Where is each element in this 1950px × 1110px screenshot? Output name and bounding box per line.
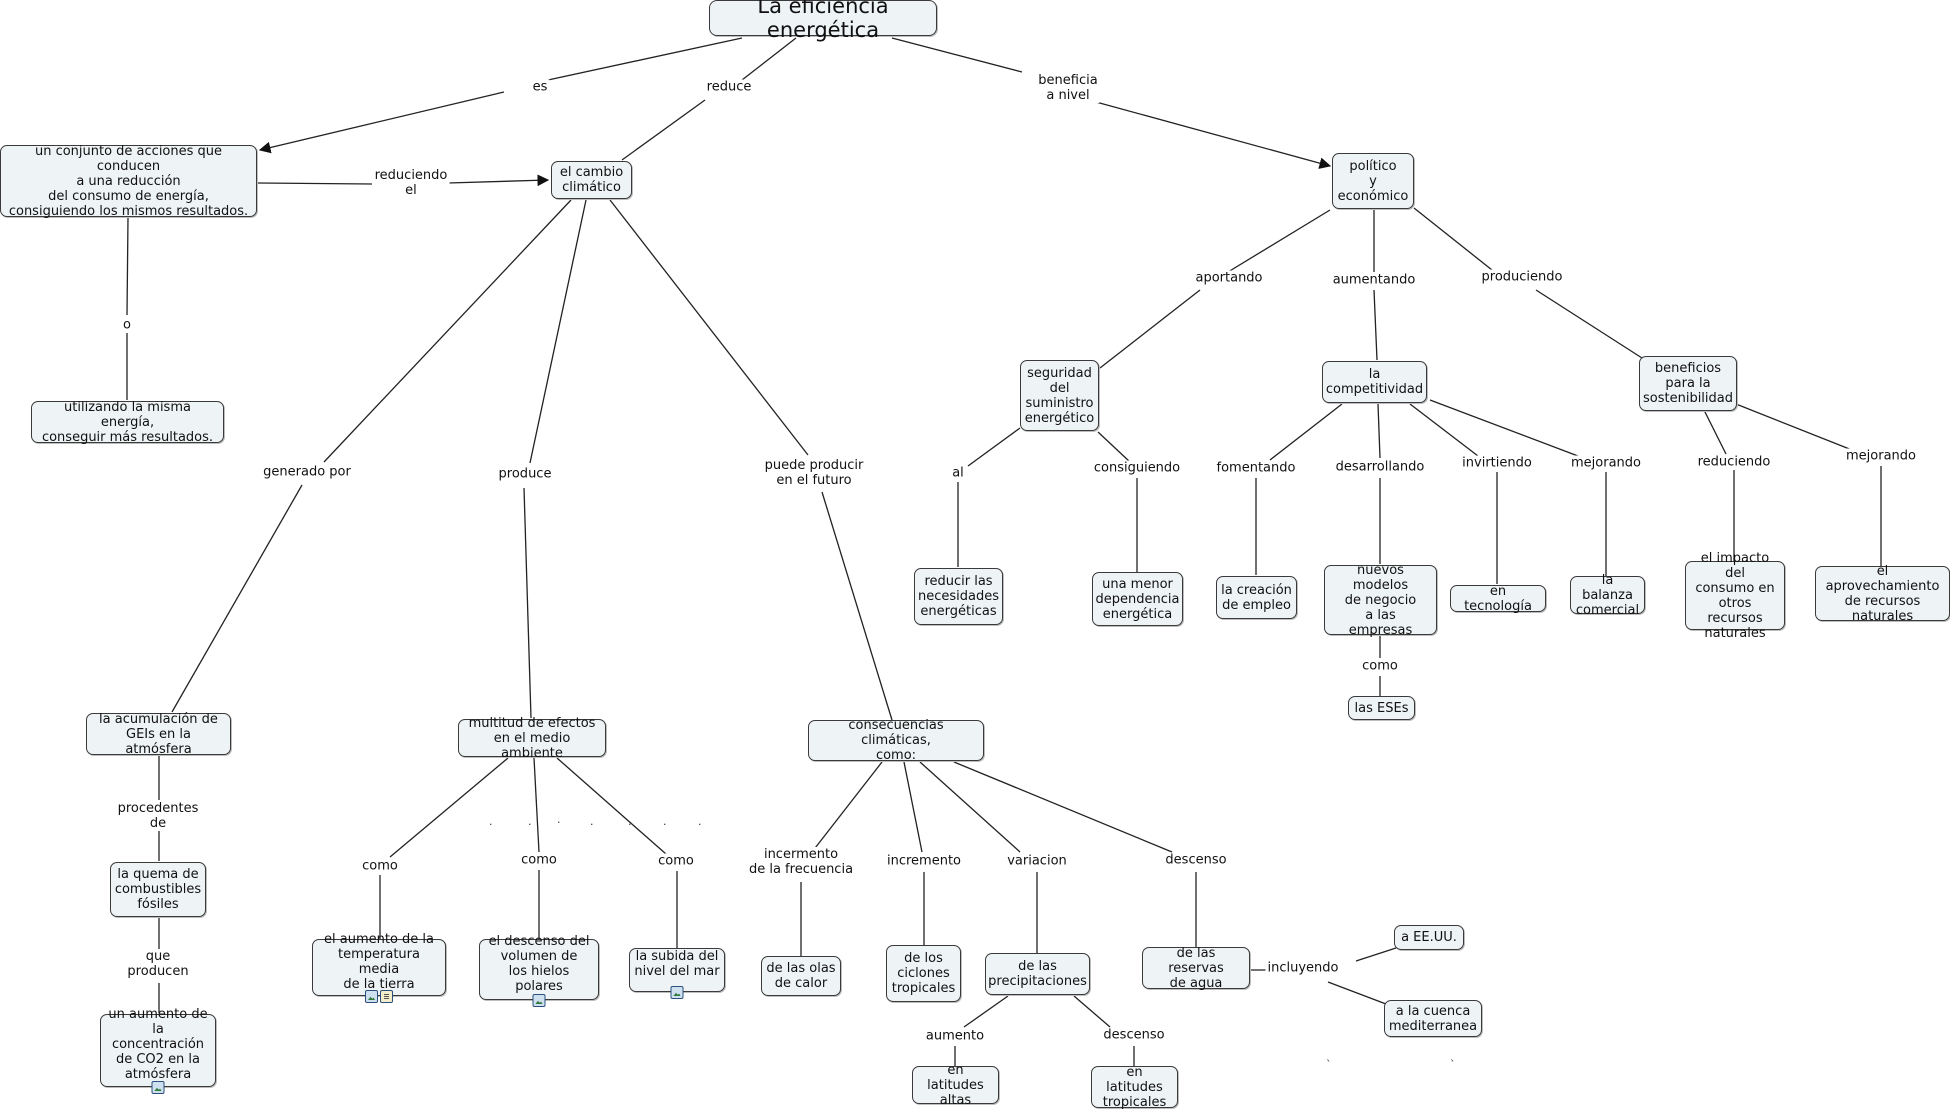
link-label-descenso: descenso: [1101, 1027, 1167, 1043]
link-label-al: al: [950, 465, 966, 481]
stray-mark: .: [698, 815, 702, 828]
reservas-agua-concept[interactable]: de las reservas de agua: [1142, 946, 1250, 991]
link-label-como: como: [519, 852, 559, 868]
link-label-produciendo: produciendo: [1479, 269, 1565, 285]
hielos-polares-label: el descenso del volumen de los hielos po…: [488, 933, 590, 994]
link-label-invirtiendo: invirtiendo: [1460, 455, 1534, 471]
olas-calor-concept[interactable]: de las olas de calor: [761, 956, 841, 996]
temperatura-label: el aumento de la temperatura media de la…: [324, 931, 434, 992]
hielos-polares-concept[interactable]: el descenso del volumen de los hielos po…: [479, 934, 599, 1007]
link-label-desarrollando: desarrollando: [1333, 459, 1427, 475]
aprovechamiento-concept[interactable]: el aprovechamiento de recursos naturales: [1815, 564, 1950, 624]
link-label-produce: produce: [496, 466, 554, 482]
consecuencias-concept[interactable]: consecuencias climáticas, como:: [808, 718, 984, 763]
resource-icons: [532, 994, 546, 1007]
stray-mark: .: [628, 815, 632, 828]
aumento-co2-label: un aumento de la concentración de CO2 en…: [108, 1007, 208, 1082]
link-label-como: como: [1360, 658, 1400, 674]
document-icon[interactable]: [380, 990, 393, 1003]
link-label-o: o: [121, 317, 133, 333]
link-label-descenso: descenso: [1163, 852, 1229, 868]
link-label-mejorando: mejorando: [1844, 448, 1918, 464]
link-label-variacion: variacion: [1005, 853, 1069, 869]
image-icon[interactable]: [670, 986, 684, 999]
link-label-incremento: incremento: [884, 853, 964, 869]
ciclones-concept[interactable]: de los ciclones tropicales: [886, 945, 961, 1002]
tecnologia-concept[interactable]: en tecnología: [1450, 584, 1546, 614]
precipitaciones-concept[interactable]: de las precipitaciones: [985, 953, 1090, 995]
cambio-climatico-concept[interactable]: el cambio climático: [551, 161, 632, 199]
politico-economico-concept[interactable]: político y económico: [1332, 153, 1414, 209]
link-label-aumentando: aumentando: [1330, 272, 1418, 288]
image-icon[interactable]: [151, 1081, 165, 1094]
impacto-consumo-concept[interactable]: el impacto del consumo en otros recursos…: [1685, 551, 1785, 641]
seguridad-suministro-concept[interactable]: seguridad del suministro energético: [1020, 360, 1099, 431]
resource-icons: [365, 990, 393, 1003]
multitud-efectos-concept[interactable]: multitud de efectos en el medio ambiente: [458, 716, 606, 761]
link-label-reduce: reduce: [704, 79, 754, 95]
link-label-generado-por: generado por: [261, 464, 353, 480]
link-label-puede-producir: puede producir en el futuro: [762, 458, 866, 488]
nivel-mar-label: la subida del nivel del mar: [634, 949, 720, 979]
cuenca-concept[interactable]: a la cuenca mediterranea: [1384, 1000, 1482, 1037]
nivel-mar-concept[interactable]: la subida del nivel del mar: [629, 948, 725, 999]
link-label-beneficia: beneficia a nivel: [1036, 73, 1100, 103]
competitividad-concept[interactable]: la competitividad: [1322, 361, 1427, 403]
link-label-mejorando: mejorando: [1569, 455, 1643, 471]
creacion-empleo-concept[interactable]: la creación de empleo: [1216, 576, 1297, 619]
reducir-necesidades-concept[interactable]: reducir las necesidades energéticas: [914, 568, 1003, 625]
resource-icons: [151, 1081, 165, 1094]
stray-mark: .: [489, 815, 493, 828]
link-label-aumento: aumento: [923, 1028, 987, 1044]
link-label-que-producen: que producen: [125, 949, 191, 979]
acumulacion-concept[interactable]: la acumulación de GEIs en la atmósfera: [86, 712, 231, 757]
menor-dependencia-concept[interactable]: una menor dependencia energética: [1092, 572, 1183, 626]
eeuu-concept[interactable]: a EE.UU.: [1394, 925, 1464, 950]
temperatura-concept[interactable]: el aumento de la temperatura media de la…: [312, 932, 446, 1003]
link-label-incremento-frecuencia: incermento de la frecuencia: [746, 847, 856, 877]
stray-mark: `: [1326, 1058, 1332, 1071]
root-concept[interactable]: La eficiencia energética: [709, 0, 937, 42]
quema-concept[interactable]: la quema de combustibles fósiles: [110, 862, 206, 917]
latitudes-altas-concept[interactable]: en latitudes altas: [912, 1063, 999, 1108]
stray-mark: .: [557, 813, 561, 826]
link-label-incluyendo: incluyendo: [1265, 960, 1341, 976]
link-label-fomentando: fomentando: [1214, 460, 1298, 476]
link-label-consiguiendo: consiguiendo: [1091, 460, 1183, 476]
stray-mark: `: [1450, 1058, 1456, 1071]
link-label-reduciendo: reduciendo: [1695, 454, 1773, 470]
modelos-negocio-concept[interactable]: nuevos modelos de negocio a las empresas: [1324, 563, 1437, 638]
link-label-aportando: aportando: [1193, 270, 1265, 286]
eses-concept[interactable]: las ESEs: [1348, 696, 1415, 720]
link-label-es: es: [530, 79, 550, 95]
link-label-procedentes: procedentes de: [115, 801, 201, 831]
link-label-como: como: [360, 858, 400, 874]
stray-mark: .: [663, 815, 667, 828]
misma-energia-concept[interactable]: utilizando la misma energía, conseguir m…: [31, 400, 224, 445]
link-label-como: como: [656, 853, 696, 869]
aumento-co2-concept[interactable]: un aumento de la concentración de CO2 en…: [100, 1007, 216, 1094]
image-icon[interactable]: [365, 990, 378, 1003]
stray-mark: .: [528, 815, 532, 828]
image-icon[interactable]: [532, 994, 546, 1007]
latitudes-tropicales-concept[interactable]: en latitudes tropicales: [1091, 1065, 1178, 1110]
balanza-comercial-concept[interactable]: la balanza comercial: [1570, 573, 1645, 618]
link-label-reduciendo-el: reduciendo el: [372, 168, 450, 198]
definicion-concept[interactable]: un conjunto de acciones que conducen a u…: [0, 144, 257, 219]
resource-icons: [670, 986, 684, 999]
stray-mark: .: [590, 815, 594, 828]
beneficios-sostenibilidad-concept[interactable]: beneficios para la sostenibilidad: [1639, 356, 1737, 411]
